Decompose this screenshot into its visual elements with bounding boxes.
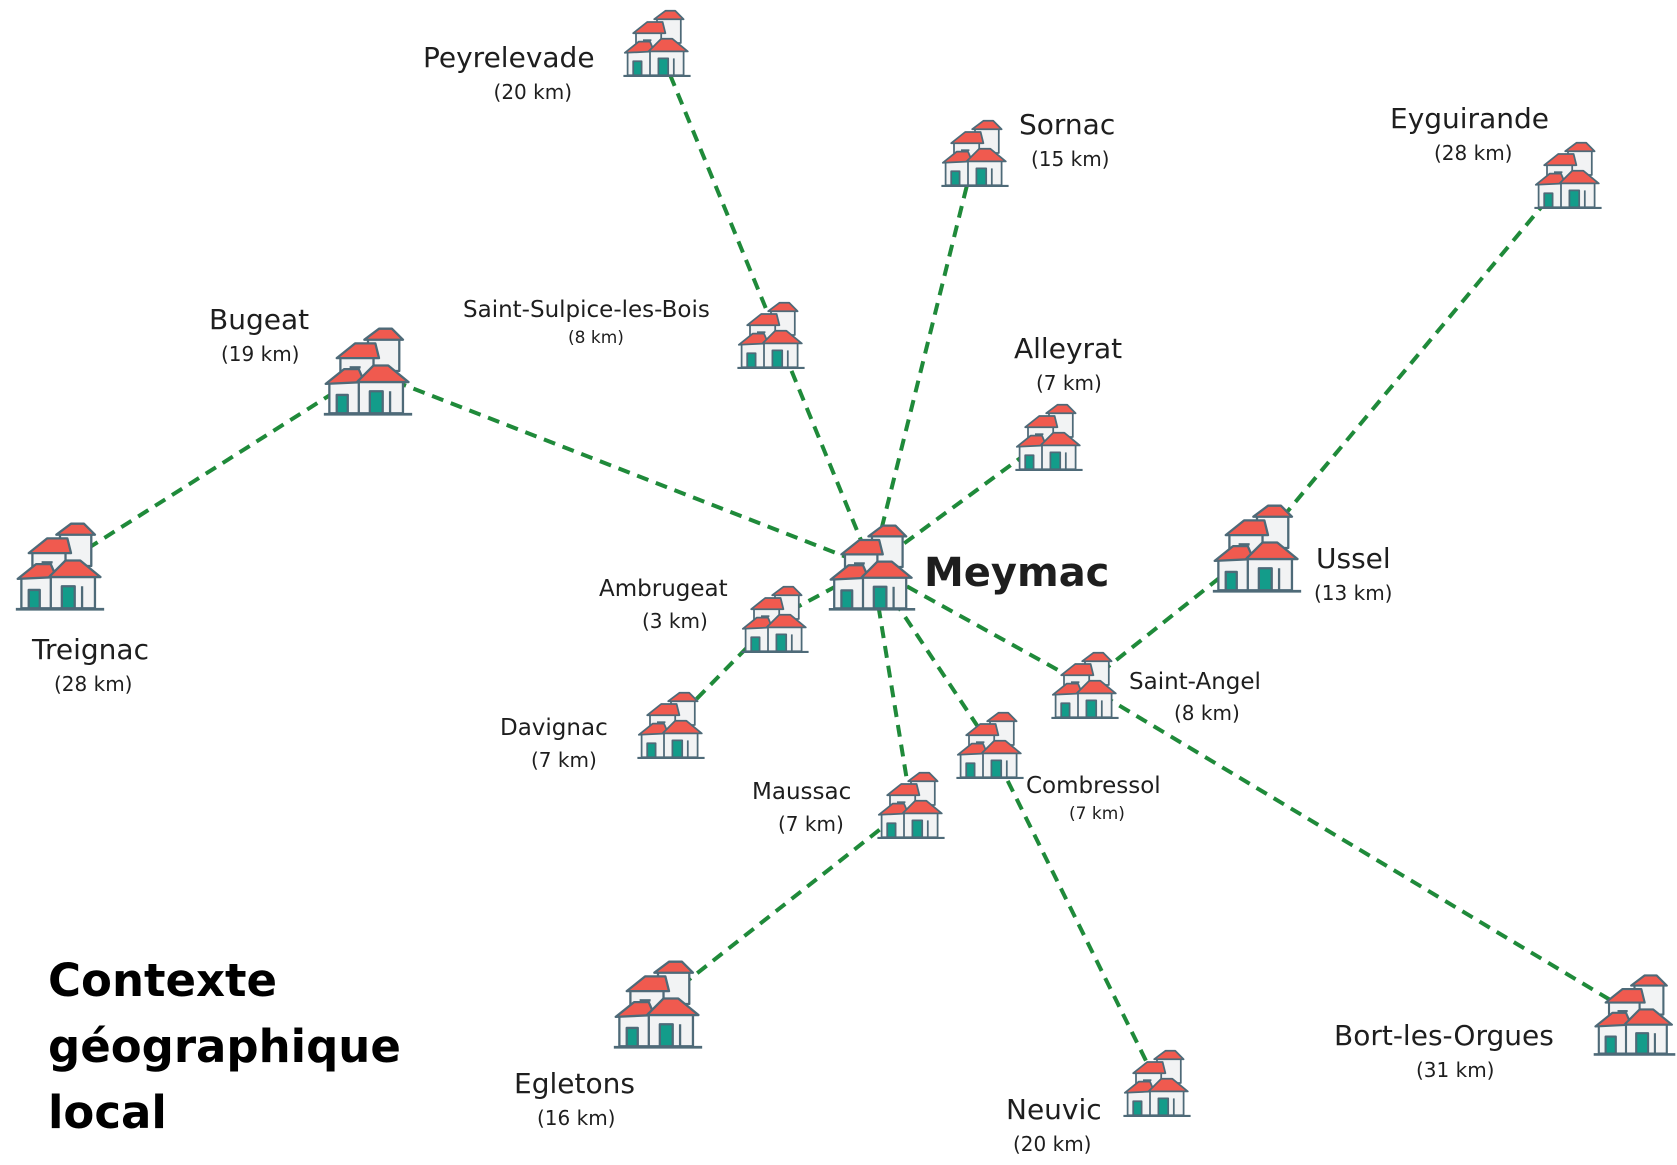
town-label-eyguirande: Eyguirande (28 km) <box>1390 102 1549 165</box>
village-houses-icon <box>1592 972 1677 1057</box>
town-label-saint-angel: Saint-Angel (8 km) <box>1129 669 1261 725</box>
town-label-saint-sulpice-les-bois: Saint-Sulpice-les-Bois (8 km) <box>463 299 710 347</box>
town-distance: (7 km) <box>1069 804 1125 824</box>
village-houses-icon <box>736 300 806 370</box>
town-distance: (8 km) <box>1174 701 1240 725</box>
village-houses-icon <box>622 8 692 78</box>
connection-line <box>656 803 913 1006</box>
title-line-2: géographique <box>48 1020 401 1073</box>
connection-line <box>1083 683 1636 1017</box>
town-label-combressol: Combressol (7 km) <box>1026 775 1161 823</box>
town-label-maussac: Maussac (7 km) <box>752 779 852 836</box>
town-name: Eyguirande <box>1390 102 1549 135</box>
town-distance: (31 km) <box>1416 1058 1495 1082</box>
town-label-treignac: Treignac (28 km) <box>32 633 149 696</box>
town-distance: (20 km) <box>1013 1132 1092 1156</box>
village-houses-icon <box>1050 650 1120 720</box>
town-distance: (15 km) <box>1031 147 1110 171</box>
connection-line <box>655 42 874 568</box>
town-name: Combressol <box>1026 773 1161 799</box>
village-houses-icon <box>636 690 706 760</box>
town-label-egletons: Egletons (16 km) <box>514 1067 635 1130</box>
title-line-1: Contexte <box>48 954 278 1007</box>
town-label-meymac: Meymac <box>924 553 1109 593</box>
title-line-3: local <box>48 1086 167 1139</box>
town-distance: (7 km) <box>1036 371 1102 395</box>
town-distance: (28 km) <box>1434 141 1513 165</box>
town-distance: (20 km) <box>493 80 573 104</box>
village-houses-icon <box>955 710 1025 780</box>
town-label-ussel: Ussel (13 km) <box>1314 542 1393 605</box>
town-name: Neuvic <box>1006 1093 1102 1126</box>
town-distance: (28 km) <box>54 672 133 696</box>
map-title: Contexte géographique local <box>48 948 401 1146</box>
town-name: Egletons <box>514 1067 635 1100</box>
connection-line <box>870 565 992 747</box>
town-name: Davignac <box>500 715 608 741</box>
town-name: Bort-les-Orgues <box>1334 1019 1554 1052</box>
town-name: Peyrelevade <box>423 41 595 74</box>
town-label-bort-les-orgues: Bort-les-Orgues (31 km) <box>1334 1019 1554 1082</box>
village-houses-icon <box>1533 140 1603 210</box>
village-houses-icon <box>1122 1048 1192 1118</box>
village-houses-icon <box>1014 402 1084 472</box>
connection-line <box>870 152 977 568</box>
town-distance: (13 km) <box>1314 581 1393 605</box>
town-name: Treignac <box>32 633 149 666</box>
town-name: Ussel <box>1316 542 1391 575</box>
town-name: Saint-Sulpice-les-Bois <box>463 297 710 323</box>
village-houses-icon <box>940 118 1010 188</box>
town-label-neuvic: Neuvic (20 km) <box>1006 1093 1102 1156</box>
village-houses-icon <box>1211 502 1303 594</box>
connection-line <box>871 565 1086 687</box>
connection-line <box>367 369 873 569</box>
village-houses-icon <box>14 520 106 612</box>
connection-line <box>58 369 370 568</box>
town-name: Bugeat <box>209 303 310 336</box>
town-label-davignac: Davignac (7 km) <box>500 715 608 772</box>
town-label-ambrugeat: Ambrugeat (3 km) <box>599 576 728 633</box>
connection-line <box>988 744 1159 1084</box>
town-name: Saint-Angel <box>1129 669 1261 695</box>
town-label-sornac: Sornac (15 km) <box>1019 108 1116 171</box>
town-distance: (8 km) <box>568 328 624 348</box>
town-distance: (7 km) <box>531 748 597 772</box>
village-houses-icon <box>322 325 414 417</box>
village-houses-icon <box>612 958 704 1050</box>
town-distance: (3 km) <box>642 609 708 633</box>
town-distance: (7 km) <box>778 812 844 836</box>
town-name: Meymac <box>924 550 1110 596</box>
town-name: Maussac <box>752 779 852 805</box>
town-label-alleyrat: Alleyrat (7 km) <box>1014 332 1123 395</box>
town-label-peyrelevade: Peyrelevade (20 km) <box>423 41 595 104</box>
town-name: Sornac <box>1019 108 1116 141</box>
village-houses-icon <box>876 770 946 840</box>
town-distance: (16 km) <box>537 1106 616 1130</box>
town-name: Alleyrat <box>1014 332 1123 365</box>
connection-line <box>1255 173 1570 550</box>
village-houses-icon <box>827 522 917 612</box>
town-distance: (19 km) <box>221 342 300 366</box>
village-houses-icon <box>740 584 810 654</box>
town-label-bugeat: Bugeat (19 km) <box>209 303 310 366</box>
town-name: Ambrugeat <box>599 576 728 602</box>
